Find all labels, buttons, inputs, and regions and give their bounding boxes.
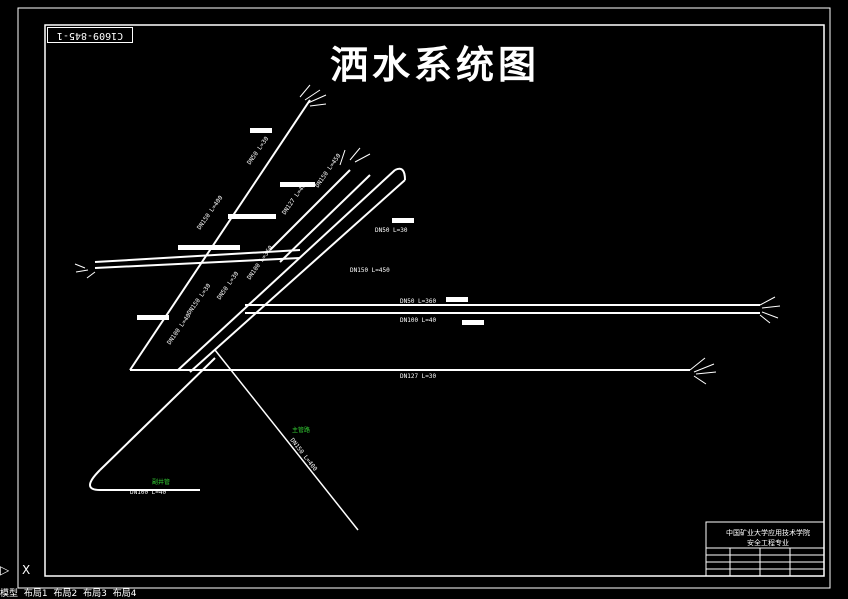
label-bar xyxy=(462,320,484,325)
annotation-text: DN127 L=30 xyxy=(400,373,437,380)
green-label: 主管路 xyxy=(292,426,310,434)
annotation-text: DN150 L=30 xyxy=(186,282,213,316)
annotation-text: DN100 L=40 xyxy=(400,317,437,324)
pipe-loop-bend xyxy=(89,469,101,491)
drawing-code-box: C1609-845-1 xyxy=(47,27,133,43)
annotation-text: DN50 L=30 xyxy=(246,135,271,166)
annotation-text: DN100 L=360 xyxy=(246,244,275,281)
sprinkler-icon xyxy=(759,296,781,324)
pipe-left-branch-a xyxy=(94,257,301,269)
annotation-text: DN150 L=400 xyxy=(288,437,318,473)
label-bar xyxy=(392,218,414,223)
pipe-center-b xyxy=(189,179,406,373)
pipe-loop-diagonal xyxy=(99,357,216,471)
pipe-left-branch-b xyxy=(94,249,301,263)
label-bar xyxy=(446,297,468,302)
tab-layout1[interactable]: 布局1 xyxy=(23,589,48,599)
annotation-text: DN150 L=450 xyxy=(350,267,390,274)
annotation-text: DN150 L=400 xyxy=(196,194,225,231)
tab-layout4[interactable]: 布局4 xyxy=(112,589,137,599)
pipe-center-a xyxy=(177,169,396,371)
label-bar xyxy=(280,182,315,187)
label-bar xyxy=(137,315,169,320)
pipe-main-diagonal xyxy=(129,99,311,371)
outer-frame xyxy=(17,7,831,589)
sprinkler-icon xyxy=(339,147,371,166)
crosshair-icon: X xyxy=(22,563,31,577)
sprinkler-heads xyxy=(74,84,781,385)
title-block xyxy=(705,521,825,577)
drawing-title: 洒水系统图 xyxy=(330,42,541,87)
tab-layout2[interactable]: 布局2 xyxy=(53,589,78,599)
green-labels: 主管路 副井管 xyxy=(152,426,310,486)
pipe-shaft-line xyxy=(214,349,359,531)
annotation-text: DN100 L=40 xyxy=(166,312,193,346)
green-label: 副井管 xyxy=(152,478,170,486)
annotation-text: DN50 L=30 xyxy=(375,227,408,234)
annotation-text: DN50 L=30 xyxy=(216,270,241,301)
pipe-branch-2 xyxy=(279,174,371,263)
title-block-school: 中国矿业大学应用技术学院 xyxy=(726,529,810,537)
label-bar xyxy=(178,245,240,250)
tab-layout3[interactable]: 布局3 xyxy=(83,589,107,599)
pipe-annotations: DN50 L=30 DN127 L=40 DN150 L=450 DN50 L=… xyxy=(130,135,437,496)
label-bars xyxy=(137,128,484,325)
ucs-icon: ▷ xyxy=(0,563,10,577)
label-bar xyxy=(250,128,272,133)
sprinkler-icon xyxy=(74,263,96,279)
pipe-branch-1 xyxy=(269,169,351,251)
pipe-network xyxy=(89,99,760,531)
sprinkler-icon xyxy=(689,357,717,385)
annotation-text: DN127 L=40 xyxy=(281,182,308,216)
layout-tabs: 模型 布局1 布局2 布局3 布局4 xyxy=(0,589,139,599)
inner-frame xyxy=(44,24,825,577)
annotation-text: DN150 L=450 xyxy=(314,152,343,189)
annotation-text: DN50 L=360 xyxy=(400,298,437,305)
annotation-text: DN100 L=40 xyxy=(130,489,167,496)
pipe-center-bend xyxy=(394,167,406,181)
tab-model[interactable]: 模型 xyxy=(0,589,19,599)
title-block-major: 安全工程专业 xyxy=(747,539,789,547)
sprinkler-icon xyxy=(299,84,327,107)
label-bar xyxy=(228,214,276,219)
